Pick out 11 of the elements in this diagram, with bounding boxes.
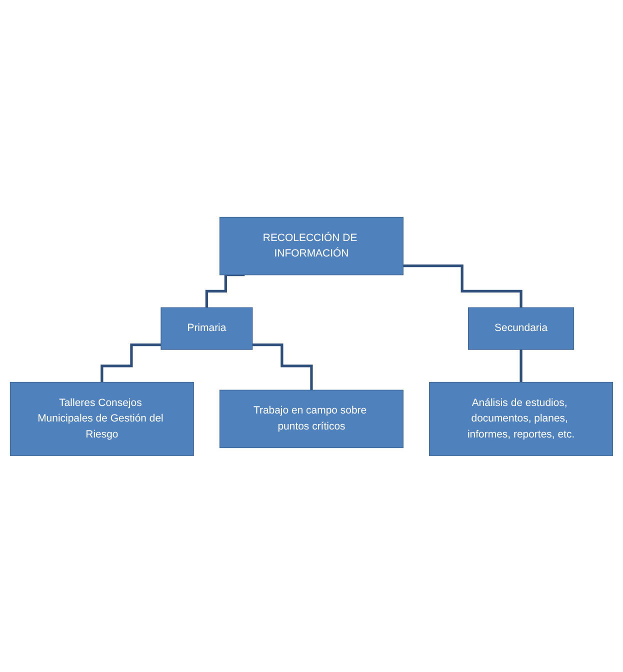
node-box: Análisis de estudios, documentos, planes, informes, reportes, etc. [429, 382, 614, 456]
connector [520, 348, 522, 384]
node-box: RECOLECCIÓN DE INFORMACIÓN [220, 216, 404, 275]
node-box: Secundaria [468, 306, 574, 350]
connector [100, 343, 162, 384]
connector [252, 343, 313, 391]
connector [205, 273, 245, 308]
node-box: Primaria [160, 306, 253, 350]
node-box: Talleres Consejos Municipales de Gestión del Riesgo [10, 382, 194, 456]
connector [403, 264, 522, 308]
node-box: Trabajo en campo sobre puntos críticos [220, 389, 404, 448]
